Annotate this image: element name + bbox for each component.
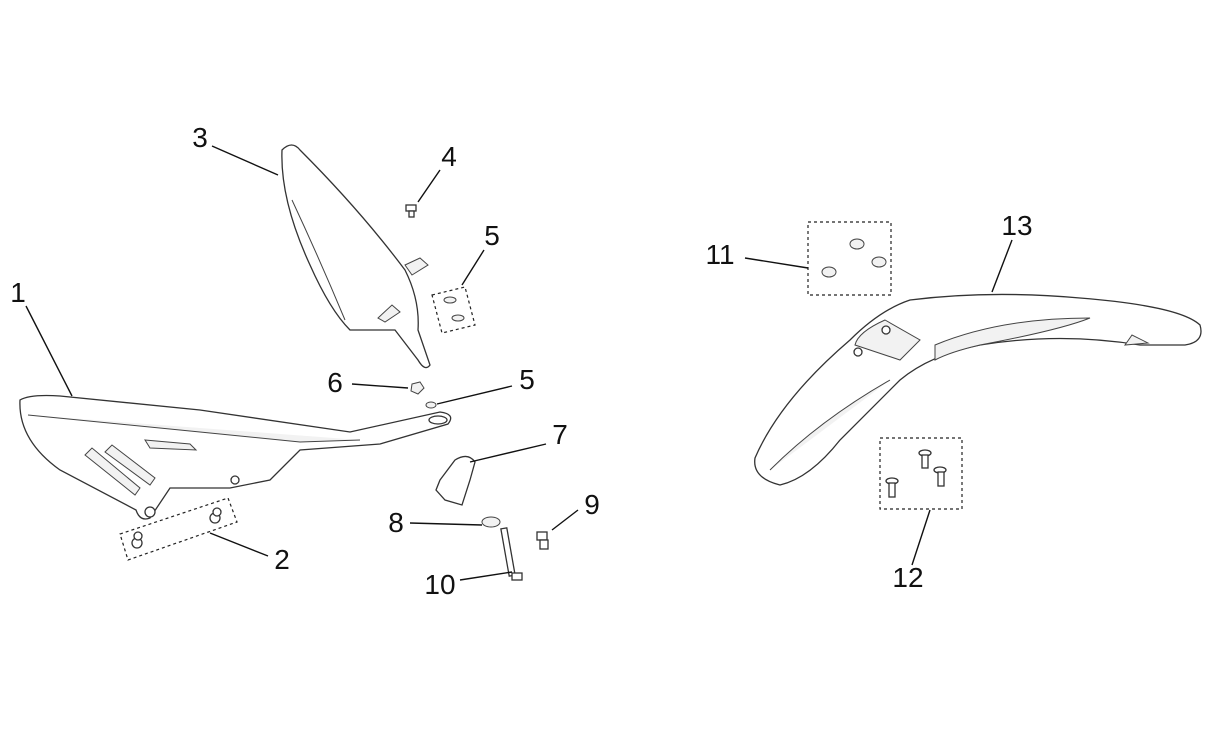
- callout-13: 13: [1001, 210, 1033, 241]
- part-screws-12: [879, 437, 963, 510]
- part-nut-6: [410, 381, 425, 395]
- callout-5-top: 5: [484, 220, 500, 251]
- part-chain-guard: [19, 394, 452, 520]
- callout-1: 1: [10, 277, 26, 308]
- callout-9: 9: [584, 489, 600, 520]
- callout-5-lower: 5: [519, 364, 535, 395]
- part-washers-11: [807, 221, 892, 296]
- part-bolt-4: [405, 204, 417, 218]
- callout-7: 7: [552, 419, 568, 450]
- callout-12: 12: [892, 562, 924, 593]
- callout-8: 8: [388, 507, 404, 538]
- part-washer-5: [425, 401, 437, 409]
- part-washers-5: [431, 286, 476, 334]
- part-bolt-9: [536, 531, 549, 550]
- part-washer-8: [481, 516, 501, 528]
- callout-2: 2: [274, 544, 290, 575]
- part-front-fender: [754, 293, 1202, 486]
- part-rear-hugger: [281, 144, 431, 369]
- callout-10: 10: [424, 569, 456, 600]
- part-screws-2: [119, 497, 238, 561]
- callout-4: 4: [441, 141, 457, 172]
- leader-lines: [25, 145, 1013, 581]
- callout-11: 11: [705, 239, 735, 270]
- part-bracket-7: [435, 455, 476, 506]
- callout-3: 3: [192, 122, 208, 153]
- callout-6: 6: [327, 367, 343, 398]
- part-bolt-10: [500, 527, 523, 581]
